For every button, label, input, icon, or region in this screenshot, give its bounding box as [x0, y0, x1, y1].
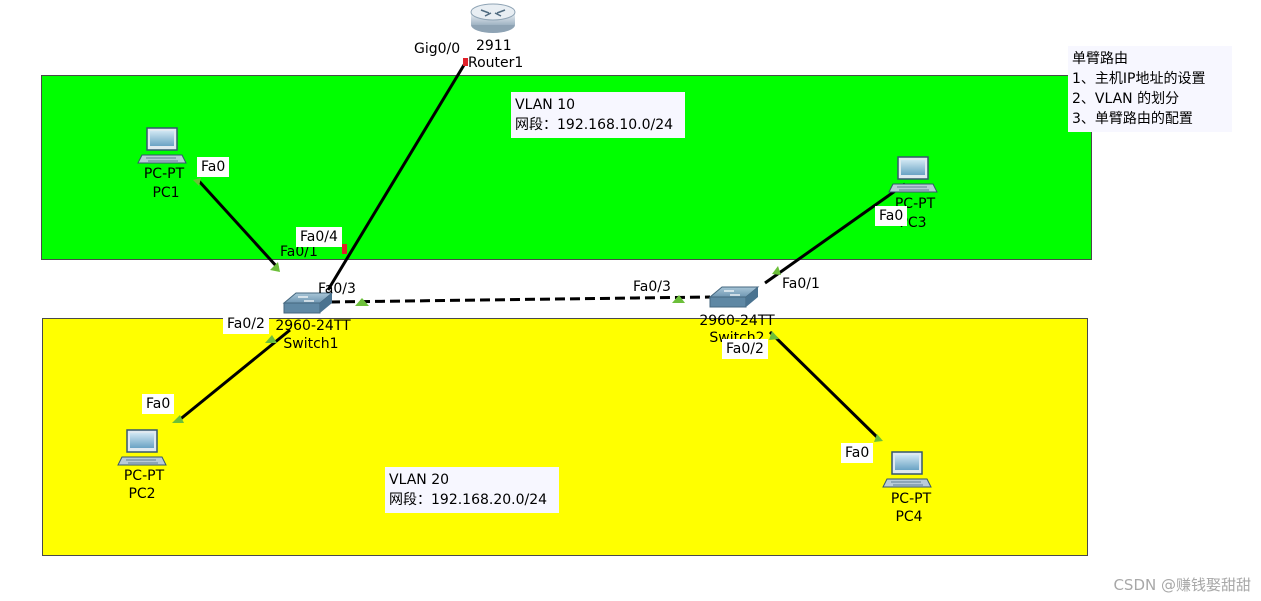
- vlan20-note[interactable]: VLAN 20 网段：192.168.20.0/24: [385, 467, 559, 513]
- link-up-marker: [193, 178, 201, 186]
- link-switch2-pc4[interactable]: [768, 330, 882, 442]
- link-up-marker: [769, 331, 779, 340]
- pc-icon[interactable]: [137, 127, 187, 164]
- pc2-model-label: PC-PT: [123, 468, 165, 484]
- router-port-label: Gig0/0: [414, 41, 461, 57]
- switch1-port-fa01-label: Fa0/1: [280, 244, 318, 260]
- link-down-marker: [342, 244, 347, 254]
- router-name-label: Router1: [468, 55, 524, 71]
- pc-icon[interactable]: [888, 156, 938, 193]
- pc4-model-label: PC-PT: [890, 491, 932, 507]
- link-switch1-switch2[interactable]: [329, 295, 711, 304]
- switch1-model-label: 2960-24TT: [275, 318, 351, 334]
- pc3-port-label: Fa0: [875, 206, 908, 226]
- router-icon[interactable]: [470, 3, 516, 33]
- switch-icon[interactable]: [282, 292, 334, 314]
- vlan20-subnet: 网段：192.168.20.0/24: [389, 492, 548, 508]
- switch1-port-fa02-label: Fa0/2: [223, 314, 269, 334]
- pc1-name-label: PC1: [152, 185, 180, 201]
- link-up-marker: [874, 434, 883, 442]
- switch1-port-fa03-label: Fa0/3: [318, 281, 356, 297]
- watermark: CSDN @赚钱娶甜甜: [1113, 576, 1251, 594]
- vlan10-subnet: 网段：192.168.10.0/24: [515, 117, 674, 133]
- topic-item: 2、VLAN 的划分: [1072, 91, 1180, 107]
- pc2-port-label: Fa0: [142, 394, 175, 414]
- link-switch2-pc3[interactable]: [764, 182, 906, 285]
- switch-icon[interactable]: [708, 286, 760, 308]
- vlan10-title: VLAN 10: [515, 97, 576, 113]
- vlan10-note[interactable]: VLAN 10 网段：192.168.10.0/24: [511, 92, 685, 138]
- topic-title: 单臂路由: [1072, 51, 1128, 67]
- link-router-switch1[interactable]: [326, 59, 469, 291]
- link-up-marker: [672, 295, 685, 303]
- pc-icon[interactable]: [882, 451, 932, 488]
- pc4-name-label: PC4: [895, 509, 923, 525]
- switch2-port-fa02-label: Fa0/2: [722, 339, 768, 359]
- topic-item: 3、单臂路由的配置: [1072, 111, 1193, 127]
- link-pc2-switch1[interactable]: [177, 328, 291, 423]
- pc4-port-label: Fa0: [841, 443, 874, 463]
- link-up-marker: [355, 298, 369, 306]
- topic-item: 1、主机IP地址的设置: [1072, 71, 1206, 87]
- link-up-marker: [270, 262, 280, 272]
- link-pc1-switch1[interactable]: [196, 178, 280, 270]
- switch1-name-label: Switch1: [283, 336, 339, 352]
- link-up-marker: [772, 266, 781, 275]
- switch2-port-fa01-label: Fa0/1: [782, 276, 820, 292]
- link-down-marker: [463, 58, 468, 66]
- pc1-model-label: PC-PT: [143, 166, 185, 182]
- switch2-model-label: 2960-24TT: [699, 313, 775, 329]
- vlan20-title: VLAN 20: [389, 472, 450, 488]
- switch2-port-fa03-label: Fa0/3: [633, 279, 671, 295]
- pc2-name-label: PC2: [128, 486, 156, 502]
- link-up-marker: [265, 335, 277, 343]
- pc1-port-label: Fa0: [197, 157, 230, 177]
- switch1-port-fa04-label: Fa0/4: [296, 227, 342, 247]
- topic-note[interactable]: 单臂路由 1、主机IP地址的设置 2、VLAN 的划分 3、单臂路由的配置: [1068, 46, 1232, 132]
- pc-icon[interactable]: [117, 429, 167, 466]
- vlan20-zone: [42, 318, 1088, 556]
- link-up-marker: [172, 415, 184, 423]
- router-model-label: 2911: [476, 38, 512, 54]
